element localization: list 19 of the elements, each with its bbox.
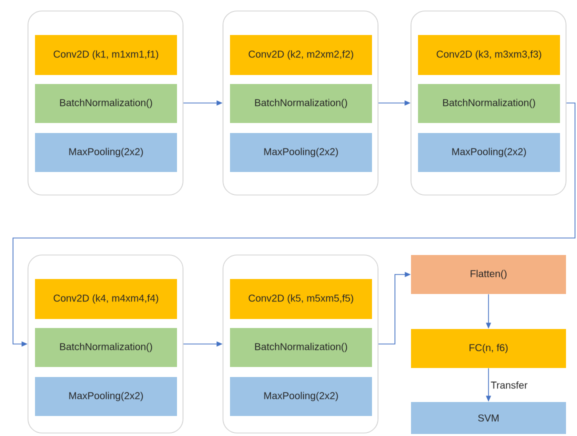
layer-box: Flatten() xyxy=(411,255,566,294)
layer-box: Conv2D (k1, m1xm1,f1) xyxy=(35,35,177,75)
layer-box: BatchNormalization() xyxy=(230,328,372,367)
layer-box: MaxPooling(2x2) xyxy=(230,133,372,172)
layer-box: MaxPooling(2x2) xyxy=(230,377,372,416)
layer-box: Conv2D (k4, m4xm4,f4) xyxy=(35,279,177,319)
layer-box: SVM xyxy=(411,402,566,434)
layer-box: MaxPooling(2x2) xyxy=(35,133,177,172)
edge-label: Transfer xyxy=(490,380,529,390)
layer-box: BatchNormalization() xyxy=(230,84,372,123)
layer-box: Conv2D (k5, m5xm5,f5) xyxy=(230,279,372,319)
layer-box: Conv2D (k2, m2xm2,f2) xyxy=(230,35,372,75)
layer-box: Conv2D (k3, m3xm3,f3) xyxy=(418,35,560,75)
layer-box: FC(n, f6) xyxy=(411,329,566,368)
layer-box: BatchNormalization() xyxy=(35,328,177,367)
layer-box: BatchNormalization() xyxy=(418,84,560,123)
layer-box: MaxPooling(2x2) xyxy=(35,377,177,416)
layer-box: MaxPooling(2x2) xyxy=(418,133,560,172)
layer-box: BatchNormalization() xyxy=(35,84,177,123)
